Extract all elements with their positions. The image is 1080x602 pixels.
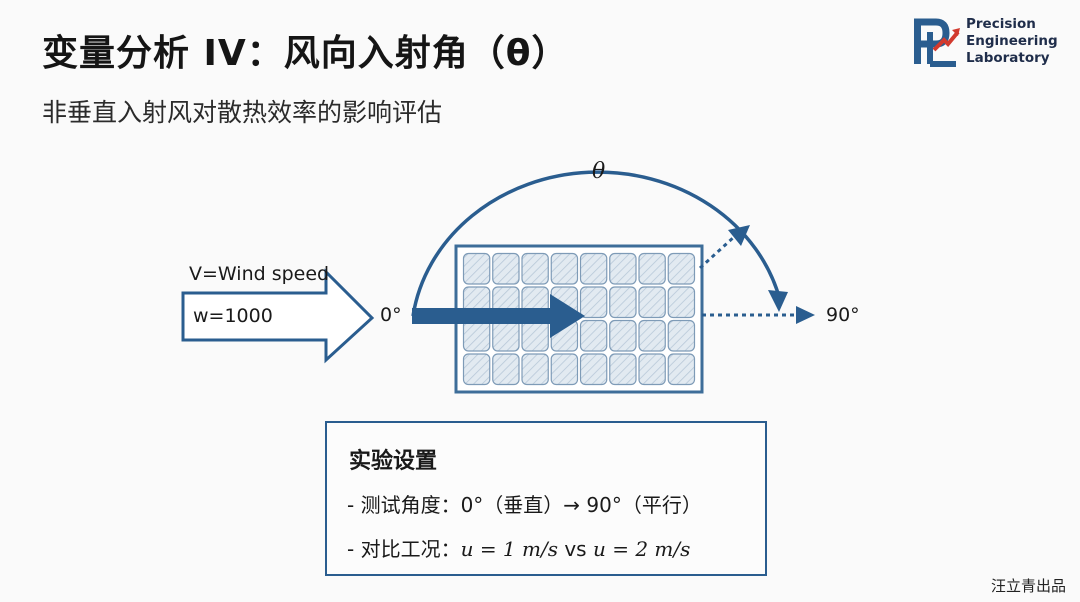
wind-value-label: w=1000	[193, 305, 273, 327]
solar-cell	[668, 254, 694, 285]
solar-cell	[610, 287, 636, 318]
solar-cell	[464, 254, 490, 285]
solar-cell	[464, 354, 490, 385]
solar-cell	[493, 354, 519, 385]
setup-title: 实验设置	[349, 443, 437, 475]
angle-zero-label: 0°	[380, 304, 402, 326]
solar-cell	[639, 354, 665, 385]
solar-cell	[464, 321, 490, 352]
solar-cell	[522, 354, 548, 385]
dotted-angled-arrow	[700, 225, 750, 268]
solar-cell	[551, 254, 577, 285]
solar-cell	[493, 254, 519, 285]
solar-cell	[581, 254, 607, 285]
experiment-setup-box: 实验设置 - 测试角度：0°（垂直）→ 90°（平行） - 对比工况：u = 1…	[325, 421, 767, 576]
watermark: 汪立青出品	[991, 575, 1066, 596]
setup-angle-range: - 测试角度：0°（垂直）→ 90°（平行）	[347, 489, 702, 518]
setup-comparison: - 对比工况：u = 1 m/s vs u = 2 m/s	[347, 533, 690, 562]
comparison-case-b: u = 2 m/s	[593, 537, 690, 561]
solar-cell	[668, 287, 694, 318]
comparison-case-a: u = 1 m/s	[461, 537, 558, 561]
wind-speed-label: V=Wind speed	[189, 263, 329, 285]
solar-cell	[581, 287, 607, 318]
dotted-parallel-arrow	[702, 306, 815, 324]
angle-arc-arrowhead-icon	[768, 290, 788, 312]
solar-cell	[610, 321, 636, 352]
angle-ninety-label: 90°	[826, 304, 860, 326]
solar-cell	[639, 287, 665, 318]
solar-cell	[493, 321, 519, 352]
solar-cell	[581, 321, 607, 352]
solar-cell	[522, 254, 548, 285]
solar-cell	[610, 254, 636, 285]
solar-cell	[522, 321, 548, 352]
solar-cell	[668, 321, 694, 352]
comparison-vs: vs	[558, 537, 593, 561]
solar-cell	[610, 354, 636, 385]
solar-cell	[668, 354, 694, 385]
solar-cell	[551, 354, 577, 385]
solar-cell	[639, 321, 665, 352]
solar-cell	[639, 254, 665, 285]
solar-cell	[581, 354, 607, 385]
theta-label: θ	[592, 159, 605, 184]
comparison-prefix: - 对比工况：	[347, 537, 461, 561]
